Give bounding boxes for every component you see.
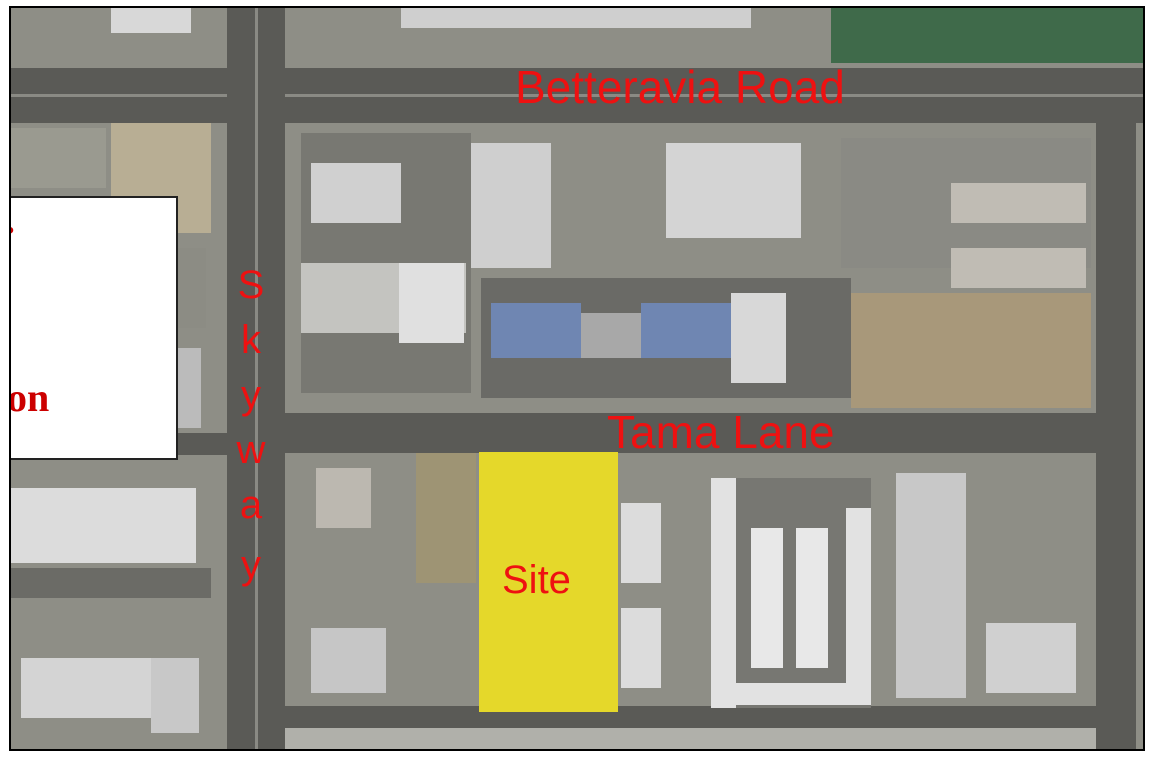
building-west [11, 488, 196, 563]
field-northeast [831, 8, 1143, 63]
label-tama-lane: Tama Lane [607, 406, 835, 458]
callout-box: . on [9, 196, 178, 460]
aerial-map: Betteravia Road Tama Lane Site S k y w a… [9, 6, 1145, 751]
label-skyway: S k y w a y [236, 263, 266, 587]
skyway-letter: w [236, 428, 266, 472]
building-blue-2 [641, 303, 731, 358]
skyway-letter: a [240, 483, 263, 527]
skyway-letter: y [241, 543, 261, 587]
label-site: Site [502, 558, 571, 602]
dirt-lot [851, 293, 1091, 408]
building-north [401, 8, 751, 28]
site-parcel [479, 452, 618, 712]
callout-text-bottom: on [9, 375, 50, 420]
label-betteravia-road: Betteravia Road [515, 61, 845, 113]
road-east [1096, 123, 1136, 749]
building-blue-1 [491, 303, 581, 358]
skyway-letter: y [241, 373, 261, 417]
road-tama [285, 413, 1096, 453]
callout-text-top: . [11, 200, 15, 240]
aerial-photo: Betteravia Road Tama Lane Site S k y w a… [11, 8, 1143, 749]
skyway-letter: k [241, 318, 262, 362]
skyway-letter: S [238, 263, 265, 307]
